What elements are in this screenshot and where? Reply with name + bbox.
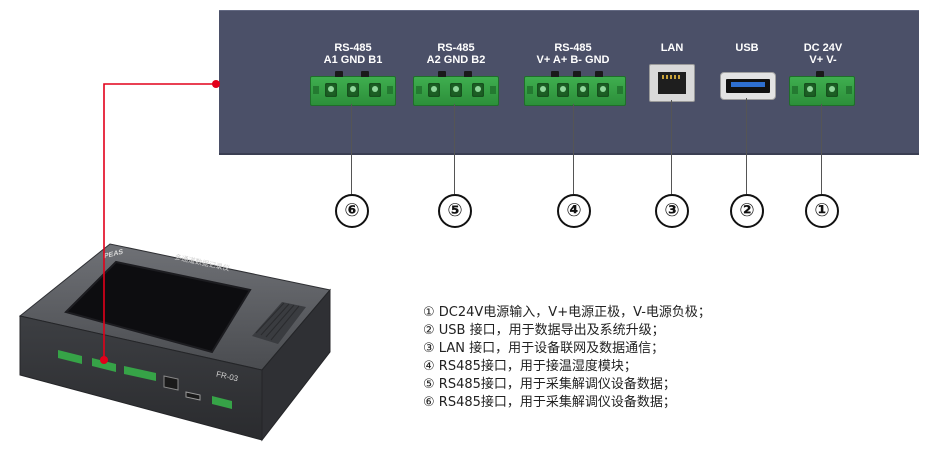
- port-label-line2: A1 GND B1: [323, 54, 383, 66]
- port-label-line2: A2 GND B2: [426, 54, 486, 66]
- callout-5: ⑤: [438, 194, 472, 228]
- callout-4: ④: [557, 194, 591, 228]
- leader-line-1: [821, 104, 822, 194]
- rs485-terminal-3: [524, 71, 626, 106]
- leader-line-6: [351, 104, 352, 194]
- lan-port: [649, 64, 695, 102]
- device-usb-port: [185, 391, 201, 401]
- description-item-5: ⑤ RS485接口，用于采集解调仪设备数据；: [423, 377, 676, 392]
- rs485-terminal-1: [310, 71, 396, 106]
- description-item-1: ① DC24V电源输入，V+电源正极，V-电源负极；: [423, 305, 711, 320]
- device-illustration: [18, 243, 331, 442]
- port-label-line1: RS-485: [334, 42, 372, 54]
- usb-port: [720, 72, 776, 100]
- port-label-line2: V+ V-: [809, 54, 837, 66]
- device-terminal-3: [124, 366, 156, 381]
- callout-3: ③: [655, 194, 689, 228]
- callout-2: ②: [730, 194, 764, 228]
- port-label-dc24v: DC 24V V+ V-: [795, 42, 851, 66]
- description-item-3: ③ LAN 接口，用于设备联网及数据通信；: [423, 341, 665, 356]
- port-label-usb: USB: [722, 42, 772, 54]
- port-label-line1: DC 24V: [803, 42, 843, 54]
- leader-line-2: [746, 98, 747, 194]
- device-terminal-4: [212, 396, 232, 409]
- rs485-terminal-2: [413, 71, 499, 106]
- description-item-4: ④ RS485接口，用于接温湿度模块；: [423, 359, 637, 374]
- leader-line-5: [454, 104, 455, 194]
- port-label-line1: LAN: [660, 42, 684, 54]
- speaker-grille: [252, 302, 306, 344]
- port-label-rs485-1: RS-485 A1 GND B1: [320, 42, 386, 66]
- callout-1: ①: [805, 194, 839, 228]
- device-terminal-1: [58, 350, 82, 364]
- port-label-rs485-3: RS-485 V+ A+ B- GND: [528, 42, 618, 66]
- device-terminal-2: [92, 358, 116, 372]
- port-description-list: ① DC24V电源输入，V+电源正极，V-电源负极； ② USB 接口，用于数据…: [423, 304, 711, 412]
- port-label-rs485-2: RS-485 A2 GND B2: [423, 42, 489, 66]
- port-label-line1: USB: [735, 42, 759, 54]
- dc24v-terminal: [789, 71, 855, 106]
- device-lan-port: [163, 375, 179, 391]
- port-label-line2: V+ A+ B- GND: [536, 54, 610, 66]
- leader-line-4: [573, 104, 574, 194]
- callout-6: ⑥: [335, 194, 369, 228]
- leader-line-3: [671, 100, 672, 194]
- port-label-line1: RS-485: [437, 42, 475, 54]
- description-item-2: ② USB 接口，用于数据导出及系统升级；: [423, 323, 665, 338]
- port-label-lan: LAN: [650, 42, 694, 54]
- description-item-6: ⑥ RS485接口，用于采集解调仪设备数据；: [423, 395, 676, 410]
- port-label-line1: RS-485: [554, 42, 592, 54]
